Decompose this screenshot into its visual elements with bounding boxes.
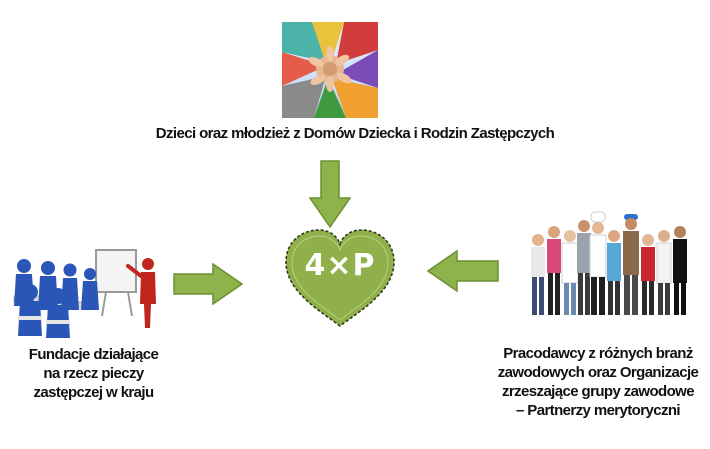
right-label-line: – Partnerzy merytoryczni xyxy=(515,402,681,419)
heart-text: 4×P xyxy=(304,248,376,283)
left-label-line: zastępczej w kraju xyxy=(33,384,154,401)
arrow-left-icon xyxy=(427,250,499,292)
left-label-line: Fundacje działające xyxy=(28,346,159,363)
right-label-line: zawodowych oraz Organizacje xyxy=(497,364,699,381)
professionals-group-photo xyxy=(524,210,692,322)
top-group-label: Dzieci oraz młodzież z Domów Dziecka i R… xyxy=(155,125,555,142)
arrow-right-icon xyxy=(173,263,243,305)
heart-4xp-logo: 4×P xyxy=(280,226,400,330)
right-label-line: zrzeszające grupy zawodowe xyxy=(502,383,695,400)
right-group-label: Pracodawcy z różnych branż zawodowych or… xyxy=(488,344,708,420)
left-group-label: Fundacje działające na rzecz pieczy zast… xyxy=(6,345,181,402)
audience-presentation-figure xyxy=(10,244,175,340)
right-label-line: Pracodawcy z różnych branż xyxy=(503,345,693,362)
arrow-down-icon xyxy=(309,160,351,228)
left-label-line: na rzecz pieczy xyxy=(43,365,144,382)
hands-circle-photo xyxy=(282,22,378,118)
